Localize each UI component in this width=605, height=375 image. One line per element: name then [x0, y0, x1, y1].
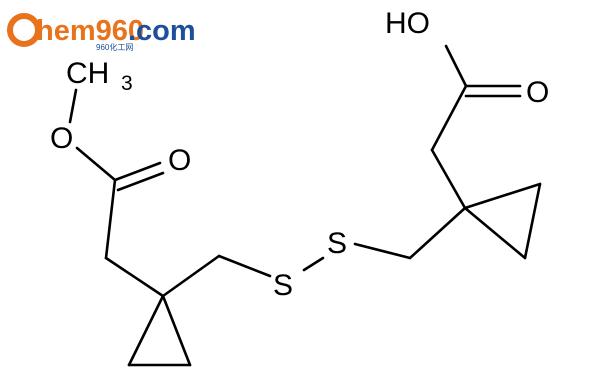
logo-domain: .com: [128, 15, 196, 47]
atom-ch3: CH: [66, 57, 109, 90]
ring-left-bond-3: [161, 294, 192, 367]
bond-o-c-ester: [75, 146, 117, 182]
chem960-logo: hem960 .com 960化工网: [7, 13, 196, 52]
ring-left-bond-1: [127, 294, 165, 367]
logo-c-circle: [7, 13, 41, 47]
atom-oh: HO: [385, 7, 430, 40]
bond-ring-ch2-right: [430, 148, 467, 210]
bond-ch2-ring-left: [104, 256, 165, 298]
ring-right-bond-2: [523, 182, 542, 260]
ring-right-bond-1: [463, 182, 542, 210]
ring-right-bond-3: [463, 206, 527, 260]
bond-ch3-o: [68, 88, 78, 124]
bond-ring-ch2-left: [161, 254, 221, 298]
bond-s-s: [302, 256, 325, 272]
bond-ester-ch2: [104, 178, 117, 260]
bond-c-oh: [444, 44, 468, 88]
logo-subtext: 960化工网: [96, 42, 133, 52]
atom-o-ether: O: [50, 122, 73, 155]
atom-ch3-subscript: 3: [121, 72, 133, 95]
atom-s-right: S: [327, 227, 347, 260]
bond-c-o-double-2: [116, 171, 165, 192]
atom-o-carbonyl-right: O: [526, 76, 549, 109]
bond-ch2-ring-right: [408, 206, 467, 260]
bond-ch2-cooh: [430, 84, 468, 152]
logo-text: hem960: [36, 15, 144, 47]
atom-o-carbonyl-left: O: [168, 144, 191, 177]
bond-c-o-double-1: [113, 161, 162, 182]
bond-ch2-s-left: [217, 254, 272, 278]
atom-s-left: S: [273, 269, 293, 302]
bond-s-ch2-right: [353, 242, 412, 260]
